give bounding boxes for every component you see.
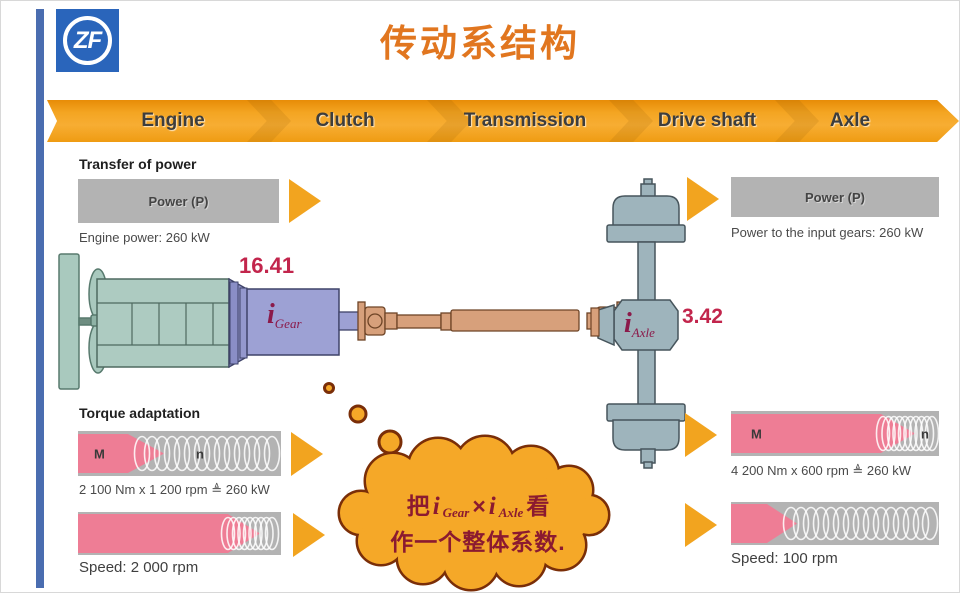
i-axle-subscript: Axle: [631, 325, 655, 340]
cloud-i-gear-subscript: Gear: [442, 505, 470, 520]
speed-spring-graphic: [731, 504, 939, 543]
flow-arrow-icon: [687, 177, 719, 221]
banner-item-drive-shaft: Drive shaft: [657, 110, 757, 131]
power-input-gears-caption: Power to the input gears: 260 kW: [731, 225, 924, 240]
zf-logo-circle: ZF: [63, 16, 112, 65]
multiply-symbol: ×: [472, 493, 486, 519]
speed-caption-right: Speed: 100 rpm: [731, 550, 838, 567]
thought-bubble-icon: [348, 404, 368, 424]
thought-bubble-icon: [323, 382, 335, 394]
speed-n-label: n: [196, 446, 204, 461]
cloud-i-gear-symbol: i: [432, 493, 440, 520]
drivetrain-illustration: [58, 178, 686, 469]
banner-item-engine: Engine: [141, 110, 205, 131]
flow-arrow-icon: [291, 432, 323, 476]
torque-caption-left: 2 100 Nm x 1 200 rpm ≜ 260 kW: [79, 482, 270, 497]
cloud-text-prefix: 把: [406, 493, 430, 519]
speed-n-label: n: [921, 426, 929, 441]
torque-spring-box-right: M n: [731, 411, 939, 456]
gearbox: [246, 288, 360, 356]
chevron-separator-icon: [775, 100, 819, 142]
engine-power-caption: Engine power: 260 kW: [79, 230, 210, 245]
i-gear-subscript: Gear: [274, 316, 302, 331]
cloud-i-axle-subscript: Axle: [498, 505, 524, 520]
page-title: 传动系结构: [380, 23, 580, 64]
axle-ratio-value: 3.42: [682, 305, 723, 328]
torque-spring-graphic: [731, 414, 939, 453]
i-gear-label: iGear: [267, 299, 302, 331]
gear-ratio-value: 16.41: [239, 253, 295, 278]
i-gear-symbol: i: [267, 299, 275, 330]
flow-arrow-icon: [685, 413, 717, 457]
i-axle-symbol: i: [624, 308, 632, 339]
left-accent-bar: [36, 9, 44, 588]
engine-block: [96, 278, 230, 368]
speed-spring-graphic: [78, 514, 280, 553]
radiator: [58, 253, 80, 390]
process-banner: Engine Clutch Transmission Drive shaft A…: [47, 100, 959, 142]
drive-shaft: [396, 309, 580, 332]
torque-spring-box-left: M n: [78, 431, 281, 476]
power-box-right: Power (P): [731, 177, 939, 217]
banner-item-transmission: Transmission: [463, 110, 587, 131]
speed-caption-left: Speed: 2 000 rpm: [79, 559, 199, 576]
zf-logo-text: ZF: [73, 26, 102, 54]
chevron-separator-icon: [609, 100, 653, 142]
speed-spring-box-left: [78, 512, 281, 555]
transfer-of-power-heading: Transfer of power: [79, 156, 197, 172]
i-axle-label: iAxle: [624, 308, 655, 340]
axle-assembly: [590, 178, 686, 469]
universal-joint-left: [357, 301, 398, 341]
torque-spring-graphic: [78, 434, 281, 473]
torque-adaptation-heading: Torque adaptation: [79, 405, 201, 421]
flow-arrow-icon: [685, 503, 717, 547]
power-box-right-label: Power (P): [805, 189, 865, 205]
power-box-left: Power (P): [78, 179, 279, 223]
flow-arrow-icon: [289, 179, 321, 223]
banner-item-axle: Axle: [829, 110, 871, 131]
cloud-note-line2: 作一个整体系数.: [390, 529, 566, 555]
flow-arrow-icon: [293, 513, 325, 557]
speed-spring-box-right: [731, 502, 939, 545]
zf-logo: ZF: [56, 9, 119, 72]
banner-item-clutch: Clutch: [315, 110, 375, 131]
power-box-left-label: Power (P): [148, 193, 209, 209]
torque-m-label: M: [751, 426, 762, 441]
thought-bubble-icon: [377, 429, 403, 455]
torque-m-label: M: [94, 446, 105, 461]
cloud-i-axle-symbol: i: [488, 493, 496, 520]
chevron-separator-icon: [247, 100, 291, 142]
clutch-housing: [228, 277, 248, 369]
torque-caption-right: 4 200 Nm x 600 rpm ≜ 260 kW: [731, 463, 911, 478]
thought-cloud: [323, 382, 611, 592]
cloud-text-suffix: 看: [526, 493, 550, 519]
